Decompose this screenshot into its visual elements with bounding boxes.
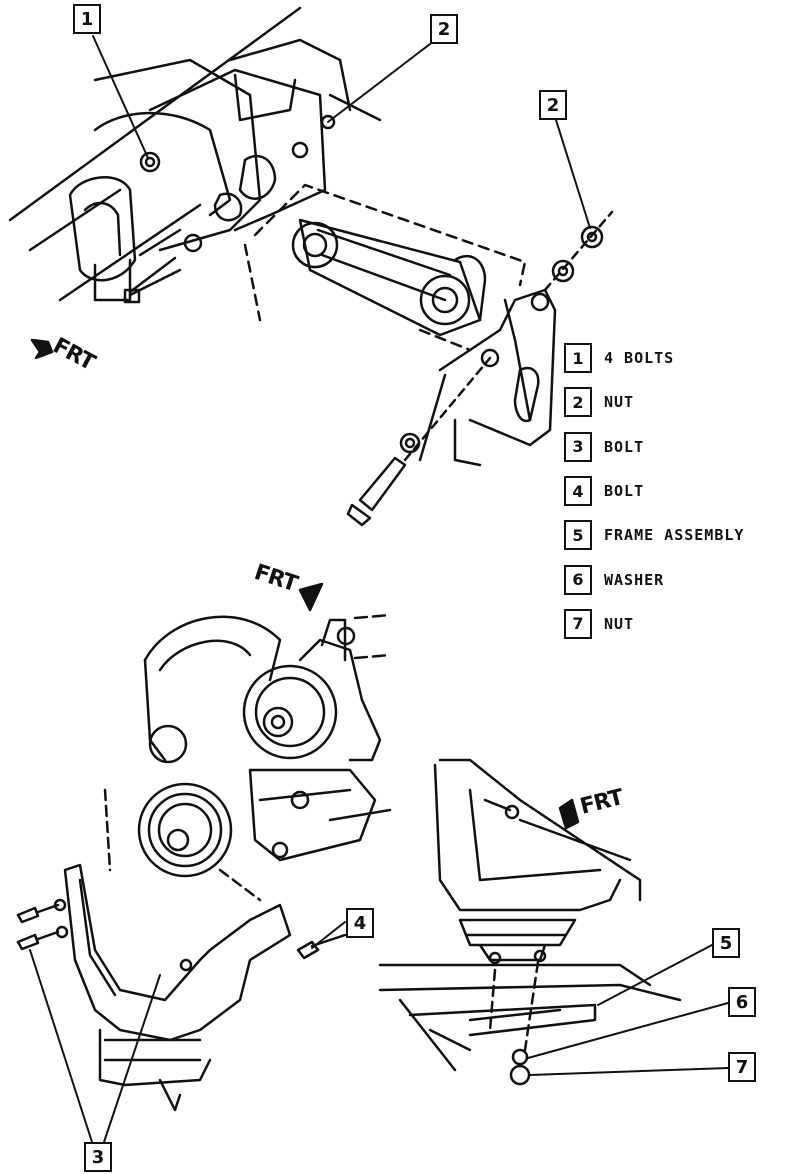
frt-arrow-bottom-right [558, 798, 580, 830]
legend-label: NUT [604, 614, 635, 633]
callout-6: 6 [728, 987, 756, 1017]
legend-number: 2 [564, 387, 592, 418]
legend-row: 7 NUT [564, 602, 794, 646]
leader-line-2-right [555, 119, 591, 229]
rear-mount-illustration [378, 758, 682, 1086]
legend-row: 1 4 BOLTS [564, 336, 794, 380]
leader-line-3a [29, 949, 93, 1143]
legend-row: 3 BOLT [564, 425, 794, 469]
leader-line-6 [527, 1002, 729, 1059]
callout-5: 5 [712, 928, 740, 958]
legend-label: FRAME ASSEMBLY [604, 526, 745, 545]
upper-mount-illustration [8, 6, 614, 527]
leader-line-4 [311, 921, 346, 949]
legend-number: 1 [564, 343, 592, 374]
leader-line-5 [597, 944, 713, 1006]
legend-label: NUT [604, 393, 635, 412]
legend-number: 4 [564, 476, 592, 507]
callout-3: 3 [84, 1142, 112, 1172]
legend-label: BOLT [604, 482, 645, 501]
callout-1: 1 [73, 4, 101, 34]
legend-label: 4 BOLTS [604, 349, 675, 368]
callout-2-left: 2 [430, 14, 458, 44]
parts-legend: 1 4 BOLTS 2 NUT 3 BOLT 4 BOLT 5 FRAME AS… [564, 336, 794, 646]
legend-row: 6 WASHER [564, 557, 794, 601]
legend-row: 5 FRAME ASSEMBLY [564, 513, 794, 557]
legend-number: 6 [564, 564, 592, 595]
leader-line-2-left [327, 43, 431, 123]
callout-4: 4 [346, 908, 374, 938]
front-mount-illustration [16, 613, 392, 1112]
legend-number: 3 [564, 431, 592, 462]
leader-line-7 [529, 1067, 729, 1076]
legend-row: 2 NUT [564, 380, 794, 424]
legend-row: 4 BOLT [564, 469, 794, 513]
frt-arrow-bottom-middle [298, 582, 324, 612]
legend-label: BOLT [604, 437, 645, 456]
legend-number: 7 [564, 608, 592, 639]
leader-line-1 [92, 35, 149, 159]
frt-arrow-top-left [30, 338, 54, 360]
legend-number: 5 [564, 520, 592, 551]
leader-line-3b [103, 974, 161, 1143]
callout-2-right: 2 [539, 90, 567, 120]
callout-7: 7 [728, 1052, 756, 1082]
legend-label: WASHER [604, 570, 665, 589]
